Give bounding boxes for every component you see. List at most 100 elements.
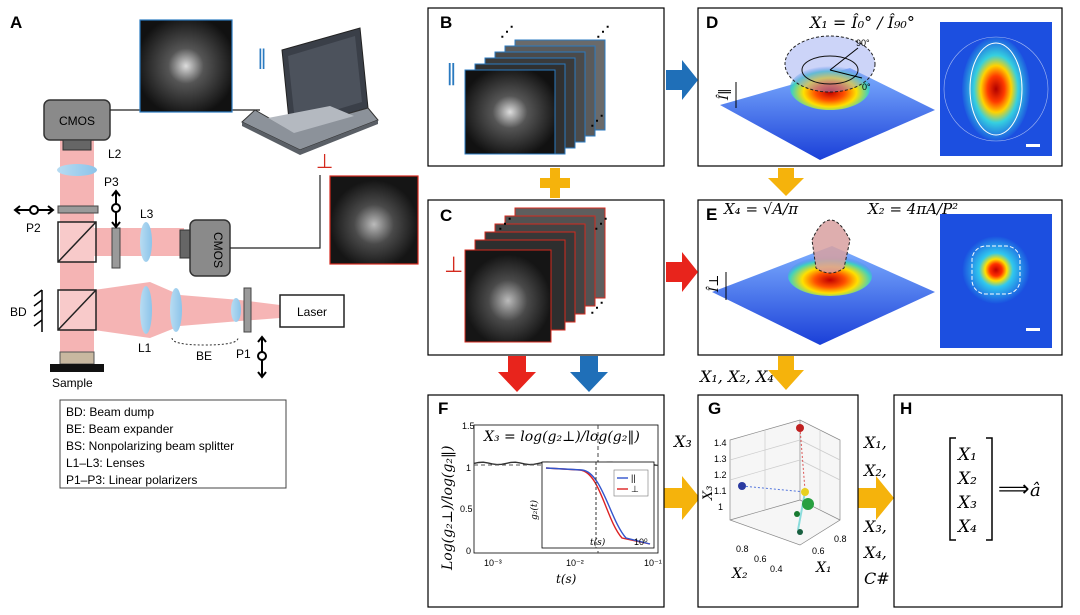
arrow-b-to-d — [666, 60, 698, 100]
inset-ylabel: g₂(t) — [529, 500, 540, 520]
legend-item-1: BE: Beam expander — [66, 422, 173, 436]
panel-f-ylabel: Log(g₂⊥)/log(g₂‖) — [440, 446, 456, 571]
panel-a: A CMOS L2 P2 — [10, 13, 419, 489]
speckle-image-perpendicular — [329, 175, 419, 265]
panel-h-frame — [893, 394, 1063, 608]
f-xtick-0: 10⁻³ — [484, 558, 502, 568]
dots-2: ⋰ — [596, 23, 610, 39]
panel-label-f: F — [438, 399, 448, 418]
legend-item-3: L1–L3: Lenses — [66, 456, 145, 470]
bd-label: BD — [10, 305, 27, 319]
f-ytick-3: 0 — [466, 546, 471, 556]
cmos-camera-top: CMOS — [43, 99, 111, 151]
arrow-c-to-f-blue — [570, 356, 608, 392]
lens-be-2 — [231, 298, 241, 322]
legend-box — [59, 399, 287, 489]
inset-legend-par: || — [631, 473, 636, 483]
g-ztick-1: 1.3 — [714, 454, 727, 464]
panel-label-g: G — [708, 399, 721, 418]
heatmap-e-blob — [962, 236, 1030, 304]
g-x2tick-0: 0.8 — [736, 544, 749, 554]
beam-splitter-upper — [57, 221, 97, 263]
scatter3d-box — [729, 419, 841, 546]
heatmap-d-circle — [943, 36, 1049, 142]
g-ztick-0: 1.4 — [714, 438, 727, 448]
laptop-icon — [241, 27, 379, 155]
legend-item-0: BD: Beam dump — [66, 405, 154, 419]
p2-double-arrow — [13, 205, 55, 215]
vector-x1: X₁ — [956, 445, 977, 465]
side-feature-2: X₃, — [862, 517, 887, 536]
legend-item-2: BS: Nonpolarizing beam splitter — [66, 439, 234, 453]
output-a-hat: â — [1030, 480, 1041, 501]
heatmap-e-contour — [971, 245, 1021, 295]
g-zlabel: X₃ — [701, 486, 716, 501]
arrow-c-to-f-red — [498, 356, 536, 392]
arrow-f-to-g — [664, 476, 700, 520]
vector-bracket-left — [949, 437, 956, 541]
inset-xtick: 10⁰ — [634, 537, 648, 547]
lens-be-1 — [170, 288, 182, 332]
lens-l3 — [140, 222, 152, 262]
g-ztick-4: 1 — [718, 502, 723, 512]
features-label: X₁, X₂, X₄ — [698, 367, 774, 386]
surface-plot-d — [720, 68, 935, 160]
lens-l1 — [140, 286, 152, 334]
point-green-small — [794, 511, 800, 517]
sample-stage — [50, 364, 104, 372]
polar-ring — [801, 55, 859, 85]
polarizer-p2 — [57, 205, 99, 214]
inset-xlabel: t(s) — [590, 537, 606, 548]
input-beam — [94, 282, 280, 338]
f-ytick-1: 1 — [466, 463, 471, 473]
dots-1: ⋰ — [500, 23, 514, 39]
side-feature-4: C# — [864, 569, 890, 588]
polarizer-p1 — [243, 287, 252, 333]
x3-flow-label: X₃ — [672, 432, 692, 451]
g-ztick-3: 1.1 — [714, 486, 727, 496]
panel-h: H X₁ X₂ X₃ X₄ ⟹ â — [893, 394, 1063, 608]
side-beam — [94, 228, 184, 256]
cable-side — [230, 175, 321, 249]
panel-label-d: D — [706, 13, 718, 32]
panel-f-formula: X₃ = log(g₂⊥)/log(g₂‖) — [483, 429, 640, 445]
heatmap-d-blob — [962, 37, 1030, 141]
laser-source — [279, 294, 345, 328]
panel-g: G 1.4 1.3 1.2 1.1 1 X₃ — [697, 394, 859, 608]
p2-label: P2 — [26, 221, 41, 235]
g-x1tick-1: 0.6 — [812, 546, 825, 556]
panel-c: C ⊥ ⋰ ⋰ ⋰ — [427, 199, 665, 356]
inset-legend — [613, 469, 649, 497]
l1-label: L1 — [138, 341, 152, 355]
e-axis-label: Î⊥ — [706, 275, 722, 293]
f-xtick-1: 10⁻² — [566, 558, 584, 568]
dots-6: ⋰ — [590, 299, 604, 315]
arrow-e-to-g — [768, 356, 804, 390]
p1-double-arrow — [257, 335, 267, 379]
plus-sign — [540, 168, 570, 198]
deg90-label: 90° — [856, 38, 870, 48]
inset-legend-perp: ⊥ — [631, 484, 639, 494]
f-xtick-2: 10⁻¹ — [644, 558, 662, 568]
l3-label: L3 — [140, 207, 154, 221]
g-x1tick-0: 0.8 — [834, 534, 847, 544]
dots-3: ⋰ — [590, 112, 604, 128]
point-green-large — [802, 498, 814, 510]
point-yellow — [801, 488, 809, 496]
heatmap-d-contour — [969, 42, 1023, 136]
dots-4: ⋰ — [498, 215, 512, 231]
vector-x4: X₄ — [956, 517, 977, 537]
surface-peak-e — [788, 256, 872, 296]
panel-label-a: A — [10, 13, 22, 32]
panel-b: B ‖ ⋰ ⋰ ⋰ — [427, 7, 665, 167]
speckle-image-parallel — [139, 19, 233, 113]
side-features: X₁, X₂, X₃, X₄, C# — [862, 433, 890, 588]
scatter3d-points — [738, 424, 814, 535]
panel-e-formula-right: X₂ = 4πA/P² — [867, 200, 958, 218]
f-ytick-2: 0.5 — [460, 504, 473, 514]
panel-f-xlabel: t(s) — [556, 572, 577, 586]
axis-0 — [829, 69, 863, 79]
g-x2label: X₂ — [731, 566, 748, 582]
surface-peak-d — [790, 66, 870, 110]
